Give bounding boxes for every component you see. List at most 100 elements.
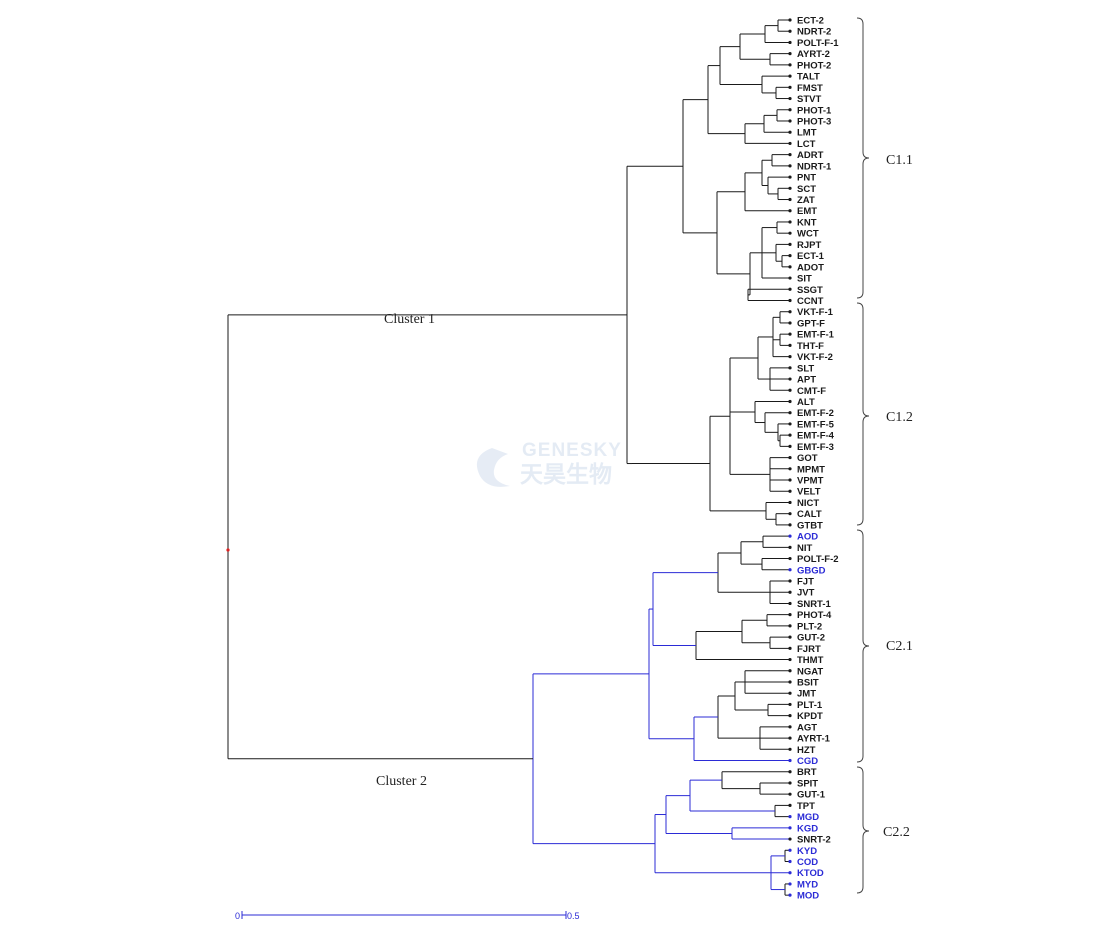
leaf-dot [788, 287, 792, 291]
leaf-label: SSGT [797, 285, 823, 296]
leaf-label: ADRT [797, 150, 824, 161]
leaf-dot [788, 882, 792, 886]
bracket-c11 [856, 17, 870, 299]
leaf-dot [788, 197, 792, 202]
leaf-dot [788, 96, 792, 101]
tree-branches [227, 19, 790, 896]
leaf-dot [788, 837, 792, 841]
leaf-dot [788, 601, 792, 606]
leaf-dot [788, 444, 792, 448]
leaf-dot [788, 803, 792, 808]
leaf-dot [788, 500, 792, 505]
leaf-dot [788, 29, 792, 33]
leaf-label: AYRT-1 [797, 734, 831, 745]
leaf-dot [788, 657, 792, 662]
leaf-dot [788, 141, 792, 146]
leaf-dot [788, 467, 792, 471]
leaf-label: TPT [797, 801, 815, 812]
leaf-dot [788, 635, 792, 639]
leaf-dot [788, 770, 792, 774]
leaf-label: PLT-2 [797, 621, 822, 632]
leaf-dot [788, 792, 792, 796]
leaf-label: SNRT-2 [797, 835, 831, 846]
leaf-label: CCNT [797, 296, 824, 307]
leaf-label: MPMT [797, 464, 825, 475]
leaf-label: FJT [797, 577, 814, 588]
leaf-dot [788, 556, 792, 561]
leaf-dot [788, 175, 792, 179]
leaf-dot [788, 422, 792, 426]
leaf-label: NDRT-2 [797, 27, 831, 38]
leaf-dot [788, 366, 792, 370]
leaf-dot [788, 74, 792, 78]
leaf-dot [788, 736, 792, 740]
leaf-dot [788, 254, 792, 258]
leaf-label: CGD [797, 756, 818, 767]
scale-max-label: 0.5 [567, 911, 580, 921]
leaf-dot [788, 624, 792, 628]
bracket-c21 [856, 529, 870, 763]
leaf-dot [788, 859, 792, 864]
leaf-label: EMT-F-4 [797, 431, 835, 442]
leaf-label: FMST [797, 83, 823, 94]
leaf-label: COD [797, 857, 818, 868]
leaf-label: HZT [797, 745, 816, 756]
leaf-dot [788, 826, 792, 830]
leaf-dot [788, 108, 792, 112]
leaf-dot [788, 388, 792, 392]
leaf-dot [788, 130, 792, 134]
leaf-label: GPT-F [797, 318, 825, 329]
leaf-dot [788, 669, 792, 673]
leaf-dot [788, 455, 792, 460]
scale-min-label: 0 [235, 911, 240, 921]
leaf-dot [788, 747, 792, 751]
leaf-dot [788, 332, 792, 336]
leaf-label: JMT [797, 689, 816, 700]
group-label-c22: C2.2 [883, 825, 910, 840]
leaf-dot [788, 209, 792, 213]
leaf-label: GUT-2 [797, 633, 825, 644]
leaf-dot [788, 512, 792, 516]
leaf-label: EMT-F-3 [797, 442, 834, 453]
leaf-label: STVT [797, 94, 821, 105]
leaf-label: PHOT-2 [797, 60, 831, 71]
leaf-label: BRT [797, 767, 817, 778]
leaf-dot [788, 725, 792, 729]
leaf-label: KPDT [797, 711, 823, 722]
bracket-c12 [856, 302, 870, 526]
leaf-label: NDRT-1 [797, 161, 832, 172]
leaf-label: NGAT [797, 666, 823, 677]
leaf-label: PHOT-4 [797, 610, 832, 621]
leaf-label: SNRT-1 [797, 599, 832, 610]
leaf-dot [788, 377, 792, 381]
leaf-label: ALT [797, 397, 815, 408]
leaf-label: AOD [797, 532, 818, 543]
leaf-label: VKT-F-2 [797, 352, 833, 363]
cluster-2-label: Cluster 2 [376, 774, 427, 789]
leaf-dot [788, 523, 792, 527]
leaf-dot [788, 85, 792, 89]
leaf-dot [788, 231, 792, 235]
leaf-label: MGD [797, 812, 819, 823]
leaf-label: BSIT [797, 677, 819, 688]
leaf-label: EMT [797, 206, 817, 217]
leaf-dot [788, 848, 792, 852]
leaf-label: ECT-1 [797, 251, 825, 262]
leaf-label: VPMT [797, 476, 824, 487]
leaf-dot [788, 893, 792, 897]
leaf-label: SIT [797, 274, 812, 285]
leaf-dot [788, 646, 792, 650]
leaf-dot [788, 590, 792, 594]
leaf-dot [788, 433, 792, 437]
leaf-dot [788, 164, 792, 168]
leaf-label: GTBT [797, 520, 823, 531]
leaf-label: APT [797, 375, 816, 386]
leaf-label: ECT-2 [797, 16, 824, 27]
leaf-dot [788, 815, 792, 819]
leaf-label: VKT-F-1 [797, 307, 834, 318]
leaf-label: KNT [797, 217, 817, 228]
leaf-label: GOT [797, 453, 818, 464]
leaf-dot [788, 579, 792, 583]
group-label-c11: C1.1 [886, 153, 913, 168]
